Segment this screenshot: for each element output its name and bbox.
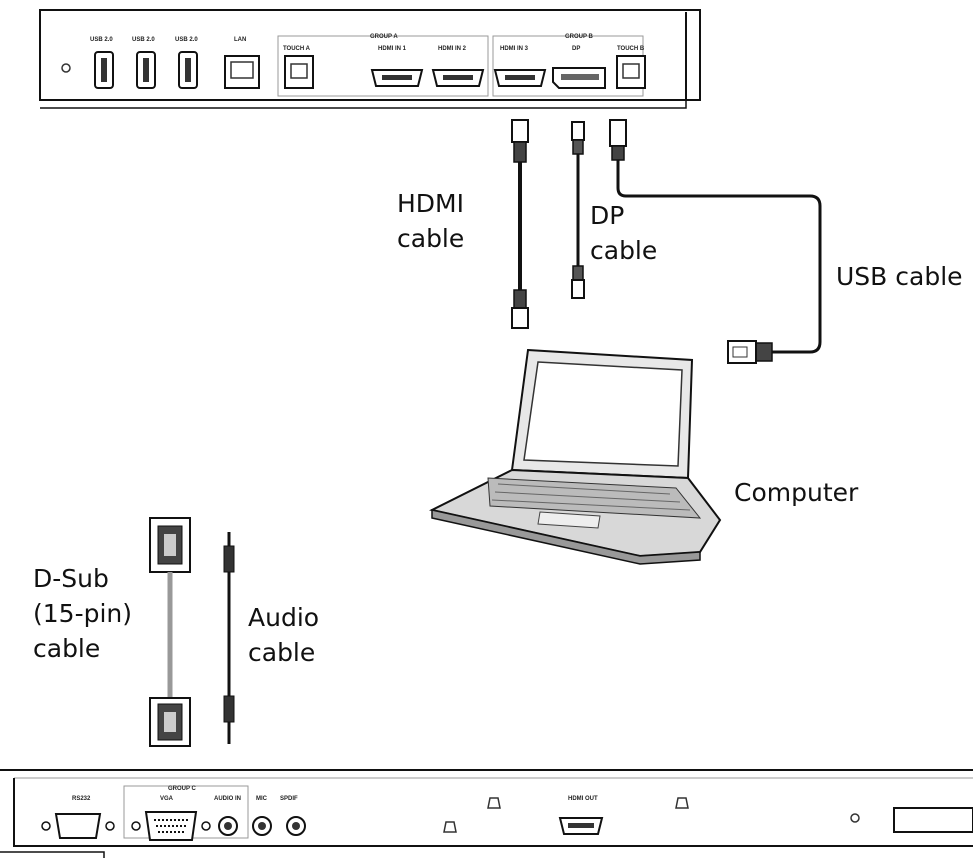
mic-port: MIC: [252, 796, 272, 836]
usb-port-3: USB 2.0: [175, 37, 198, 89]
audio-cable-label: Audio cable: [248, 603, 320, 667]
svg-text:LAN: LAN: [234, 37, 246, 43]
svg-text:HDMI IN 1: HDMI IN 1: [378, 46, 407, 52]
dsub-cable-label: D-Sub (15-pin) cable: [33, 564, 132, 663]
svg-text:AUDIO IN: AUDIO IN: [214, 796, 241, 802]
spdif-port: SPDIF: [280, 796, 306, 836]
hdmi-cable-label: HDMI cable: [397, 189, 465, 253]
hdmi-in-3-port: HDMI IN 3: [493, 46, 547, 87]
touch-b-port: TOUCH B: [616, 46, 646, 89]
usb-cable-label: USB cable: [836, 262, 963, 291]
computer-label: Computer: [734, 478, 859, 507]
top-panel: GROUP A GROUP B USB 2.0 USB 2.0 USB 2.0 …: [39, 9, 701, 109]
dp-port: DP: [552, 46, 606, 89]
svg-text:USB 2.0: USB 2.0: [90, 37, 113, 43]
hdmi-out-port: HDMI OUT: [558, 796, 604, 835]
svg-text:TOUCH B: TOUCH B: [617, 46, 645, 52]
svg-text:USB 2.0: USB 2.0: [132, 37, 155, 43]
vga-port: VGA: [131, 796, 211, 841]
dp-cable: [571, 121, 585, 299]
group-c-label: GROUP C: [168, 786, 197, 792]
laptop-computer: [429, 348, 722, 565]
dsub-cable: [149, 517, 191, 747]
svg-text:MIC: MIC: [256, 796, 268, 802]
hdmi-in-2-port: HDMI IN 2: [431, 46, 485, 87]
svg-text:RS232: RS232: [72, 796, 91, 802]
hdmi-cable: [511, 119, 529, 329]
svg-text:TOUCH A: TOUCH A: [283, 46, 311, 52]
usb-port-1: USB 2.0: [90, 37, 114, 89]
svg-text:HDMI IN 2: HDMI IN 2: [438, 46, 467, 52]
svg-text:DP: DP: [572, 46, 580, 52]
svg-text:USB 2.0: USB 2.0: [175, 37, 198, 43]
hdmi-in-1-port: HDMI IN 1: [370, 46, 424, 87]
touch-a-port: TOUCH A: [283, 46, 314, 89]
usb-cable: [609, 119, 822, 364]
dp-cable-label: DP cable: [590, 201, 658, 265]
svg-text:HDMI IN 3: HDMI IN 3: [500, 46, 529, 52]
audio-cable: [223, 532, 235, 744]
svg-text:VGA: VGA: [160, 796, 174, 802]
audio-in-port: AUDIO IN: [214, 796, 241, 836]
group-a-label: GROUP A: [370, 34, 398, 40]
rs232-port: RS232: [41, 796, 115, 839]
svg-text:SPDIF: SPDIF: [280, 796, 298, 802]
bottom-panel: GROUP C RS232 VGA AUDIO IN MIC SPDIF: [0, 769, 973, 858]
usb-port-2: USB 2.0: [132, 37, 156, 89]
lan-port: LAN: [224, 37, 260, 89]
svg-text:HDMI OUT: HDMI OUT: [568, 796, 598, 802]
group-b-label: GROUP B: [565, 34, 594, 40]
